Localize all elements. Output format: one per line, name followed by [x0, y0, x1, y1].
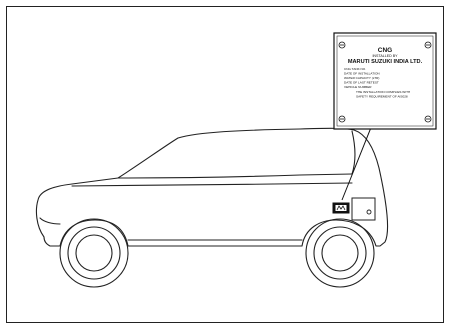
plate-field: CNG TANK NO.	[344, 67, 366, 71]
cng-info-plate: CNG INSTALLED BY MARUTI SUZUKI INDIA LTD…	[333, 32, 437, 130]
car-side-view	[35, 127, 389, 288]
plate-subtitle: INSTALLED BY	[372, 54, 398, 58]
car-window-line	[117, 173, 353, 179]
cng-label-sticker-icon	[332, 202, 350, 214]
plate-field: DATE OF INSTALLATION	[344, 72, 380, 76]
plate-company: MARUTI SUZUKI INDIA LTD.	[348, 59, 423, 65]
front-wheel	[59, 218, 129, 288]
diagram-border	[6, 6, 444, 323]
fuel-filler-lid-icon	[351, 197, 376, 221]
plate-notice-line: SAFETY REQUIREMENT OF AIS028	[356, 95, 408, 99]
car-front-bumper	[39, 217, 61, 225]
rear-wheel	[305, 218, 375, 288]
car-rear-pillar	[351, 130, 356, 175]
plate-field: WATER CAPACITY (LTR)	[344, 76, 379, 80]
screw-icon	[338, 41, 432, 123]
plate-field: VEHICLE NUMBER	[344, 85, 372, 89]
car-belt-line	[71, 182, 353, 187]
car-body-outline	[35, 127, 389, 247]
plate-notice-line: THE INSTALLATION COMPLIES WITH	[356, 90, 410, 94]
plate-title: CNG	[378, 47, 392, 54]
plate-field: DATE OF LAST RETEST	[344, 81, 379, 85]
